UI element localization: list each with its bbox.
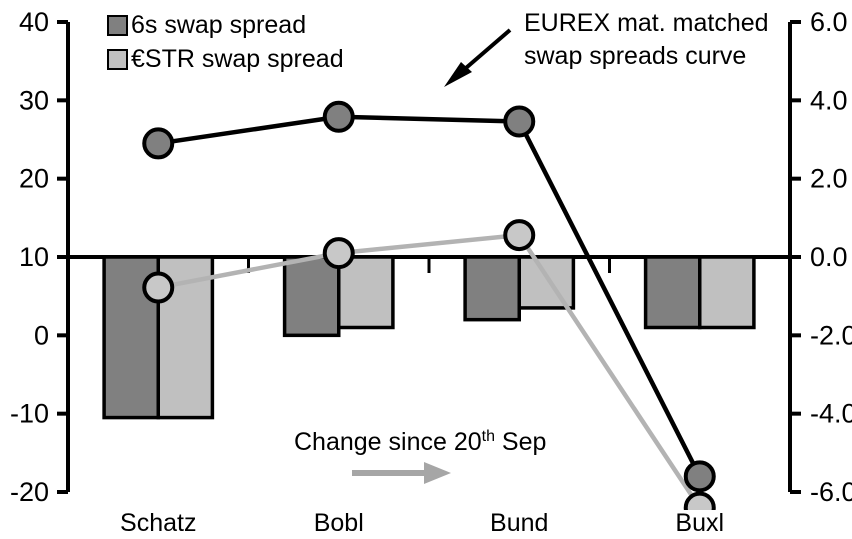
bar-bobl-6s — [282, 255, 341, 338]
category-labels-group: Schatz Bobl Bund Buxl — [120, 509, 724, 537]
annotation-change: Change since 20th Sep — [294, 428, 546, 484]
eurex-curve-line — [157, 114, 702, 478]
eurex-curve-marker — [503, 105, 536, 138]
legend-group: 6s swap spread €STR swap spread — [107, 11, 344, 73]
legend-swatch-6s — [107, 15, 128, 36]
annotation-change-arrow-head — [424, 462, 451, 484]
annotation-change-prefix: Change since 20 — [294, 428, 482, 456]
right-axis-tick-label: 4.0 — [810, 85, 848, 115]
annotation-change-suffix: Sep — [495, 428, 546, 456]
right-axis-tick-label: -6.0 — [810, 477, 852, 507]
right-axis-tick-label: 6.0 — [810, 7, 848, 37]
annotation-eurex: EUREX mat. matched swap spreads curve — [444, 9, 769, 87]
eurex-curve-marker — [142, 127, 175, 160]
change-since-marker — [142, 271, 175, 304]
annotation-eurex-arrow-head — [444, 62, 472, 87]
left-axis-tick-label: -20 — [10, 477, 49, 507]
annotation-eurex-line2: swap spreads curve — [524, 42, 746, 70]
annotation-eurex-line1: EUREX mat. matched — [524, 9, 769, 37]
right-axis-tick-label: -2.0 — [810, 320, 852, 350]
bar-bund-estr — [517, 255, 576, 310]
bar-bobl-estr — [337, 255, 395, 330]
left-axis-tick-label: 20 — [19, 164, 49, 194]
category-label-buxl: Buxl — [675, 509, 724, 537]
eurex-curve-marker — [322, 100, 355, 133]
lines-group — [142, 100, 716, 510]
legend-label-6s: 6s swap spread — [131, 11, 306, 39]
left-axis-tick-label: 30 — [19, 85, 49, 115]
category-label-schatz: Schatz — [120, 509, 196, 537]
change-since-marker — [322, 237, 355, 270]
right-axis-tick-label: 2.0 — [810, 164, 848, 194]
annotation-change-text: Change since 20th Sep — [294, 428, 546, 456]
bar-bund-6s — [463, 255, 522, 322]
right-axis-tick-label: -4.0 — [810, 399, 852, 429]
category-label-bobl: Bobl — [314, 509, 364, 537]
change-since-marker — [683, 491, 716, 510]
change-since-line — [157, 232, 702, 509]
change-since-marker — [503, 219, 536, 252]
legend-label-estr: €STR swap spread — [131, 45, 344, 73]
left-axis-tick-label: 40 — [19, 7, 49, 37]
legend-swatch-estr — [107, 49, 128, 70]
left-axis-tick-label: 10 — [19, 242, 49, 272]
right-axis-tick-label: 0.0 — [810, 242, 848, 272]
bar-buxl-6s — [643, 255, 702, 330]
eurex-curve-marker — [683, 460, 716, 493]
bar-buxl-estr — [698, 255, 756, 330]
left-axis-tick-label: 0 — [34, 320, 49, 350]
left-axis-tick-label: -10 — [10, 399, 49, 429]
axes-group: 40 30 20 10 0 -10 -20 6.0 4.0 2.0 0.0 -2.0 -4.0 -6.0 — [10, 7, 852, 507]
category-label-bund: Bund — [490, 509, 548, 537]
annotation-change-sup: th — [482, 428, 495, 445]
annotation-eurex-arrow-shaft — [457, 28, 512, 76]
